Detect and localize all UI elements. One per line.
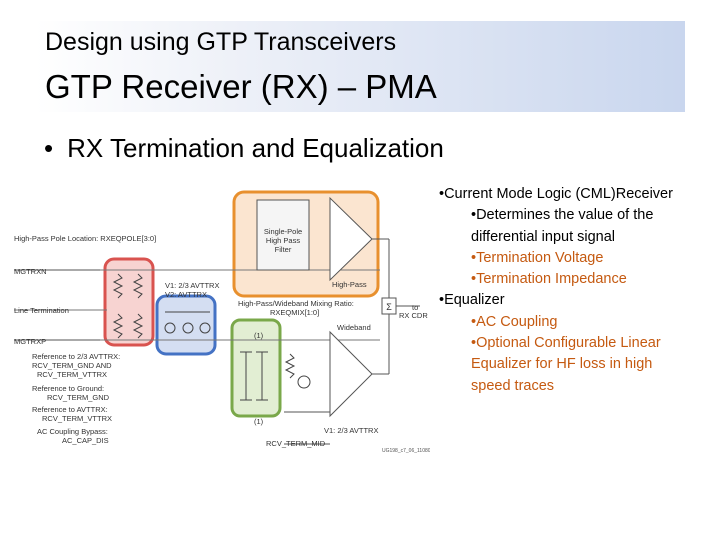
- hpf-label-1: Single-Pole: [264, 227, 302, 236]
- rcv-term-gnd-and-label: RCV_TERM_GND AND: [32, 361, 112, 370]
- list-item-equalizer: •Equalizer: [439, 292, 505, 309]
- green-highlight: [230, 318, 282, 418]
- mgtrxn-label: MGTRXN: [14, 267, 47, 276]
- list-subitem-linear-eq-a: •Optional Configurable Linear: [471, 335, 661, 352]
- line-termination-label: Line Termination: [14, 306, 69, 315]
- list-item-cml: •Current Mode Logic (CML)Receiver: [439, 186, 673, 202]
- wideband-label: Wideband: [337, 323, 371, 332]
- list-subitem-linear-eq-c: speed traces: [471, 377, 555, 394]
- v1-bottom-label: V1: 2/3 AVTTRX: [324, 426, 378, 435]
- main-bullet-text: RX Termination and Equalization: [67, 133, 444, 163]
- mgtrxp-label: MGTRXP: [14, 337, 46, 346]
- list-subitem-term-impedance: •Termination Impedance: [471, 271, 627, 288]
- one-b-label: (1): [254, 417, 264, 426]
- sigma-symbol: Σ: [386, 302, 392, 312]
- one-a-label: (1): [254, 331, 264, 340]
- rx-termination-diagram: Single-Pole High Pass Filter Σ High-Pass…: [14, 190, 430, 454]
- to-label: to: [412, 303, 418, 312]
- title-banner: Design using GTP Transceivers GTP Receiv…: [35, 21, 685, 112]
- red-highlight: [103, 257, 155, 347]
- ref-ground-label: Reference to Ground:: [32, 384, 104, 393]
- v1-label: V1: 2/3 AVTTRX: [165, 281, 219, 290]
- ac-bypass-label: AC Coupling Bypass:: [37, 427, 108, 436]
- list-subitem-ac-coupling: •AC Coupling: [471, 313, 558, 330]
- slide-subtitle: Design using GTP Transceivers: [45, 28, 397, 56]
- list-subitem-determines-a: •Determines the value of the: [471, 207, 654, 224]
- ref-2-3-label: Reference to 2/3 AVTTRX:: [32, 352, 120, 361]
- hpf-label-3: Filter: [275, 245, 292, 254]
- slide-title: GTP Receiver (RX) – PMA: [45, 68, 437, 105]
- list-subitem-determines-b: differential input signal: [471, 228, 616, 245]
- feature-list: •Current Mode Logic (CML)Receiver •Deter…: [433, 184, 713, 397]
- hpf-location-label: High-Pass Pole Location: RXEQPOLE[3:0]: [14, 234, 156, 243]
- ac-cap-dis-label: AC_CAP_DIS: [62, 436, 109, 445]
- rx-cdr-label: RX CDR: [399, 311, 428, 320]
- rcv-term-mid-label: RCV_TERM_MID: [266, 439, 326, 448]
- rcv-term-vttrx-label: RCV_TERM_VTTRX: [37, 370, 107, 379]
- ref-avttrx-label: Reference to AVTTRX:: [32, 405, 108, 414]
- rcv-term-gnd-label: RCV_TERM_GND: [47, 393, 110, 402]
- rxeqmix-label: RXEQMIX[1:0]: [270, 308, 319, 317]
- mixing-ratio-label: High-Pass/Wideband Mixing Ratio:: [238, 299, 354, 308]
- bullet-icon: •: [44, 133, 54, 163]
- main-bullet: • RX Termination and Equalization: [44, 133, 444, 164]
- list-subitem-term-voltage: •Termination Voltage: [471, 249, 604, 266]
- rcv-term-vttrx2-label: RCV_TERM_VTTRX: [42, 414, 112, 423]
- v2-label: V2: AVTTRX: [165, 290, 207, 299]
- list-subitem-linear-eq-b: Equalizer for HF loss in high: [471, 356, 653, 373]
- hpf-label-2: High Pass: [266, 236, 300, 245]
- high-pass-label: High-Pass: [332, 280, 367, 289]
- figure-id-label: UG198_c7_06_110807: [382, 448, 430, 454]
